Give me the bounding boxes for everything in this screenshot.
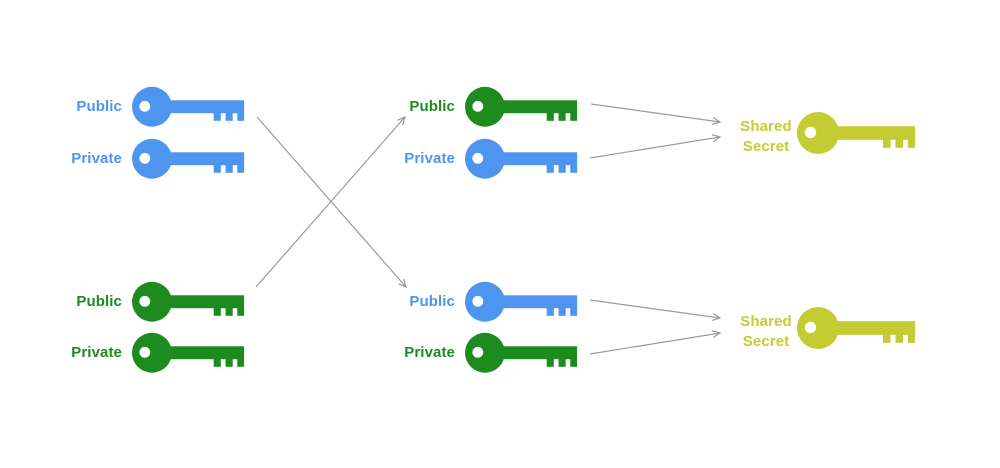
left-bottom-private-key-icon — [132, 329, 246, 377]
arrow-mid-bottom-public-to-secret — [589, 299, 720, 318]
left-bottom-private-label: Private — [71, 344, 122, 361]
left-top-private-label: Private — [71, 150, 122, 167]
mid-bottom-public-key-icon — [465, 278, 579, 326]
arrow-public-bottom-to-top — [255, 117, 405, 288]
arrow-mid-bottom-private-to-secret — [589, 333, 720, 355]
left-top-public-label: Public — [76, 98, 122, 115]
arrow-mid-top-private-to-secret — [589, 137, 720, 159]
mid-top-private-key-icon — [465, 135, 579, 183]
mid-bottom-private-key-icon — [465, 329, 579, 377]
shared-secret-bottom-key-icon — [797, 303, 917, 353]
shared-secret-top-line1: Shared — [740, 118, 792, 135]
left-bottom-public-key-icon — [132, 278, 246, 326]
left-bottom-public-label: Public — [76, 293, 122, 310]
mid-top-private-label: Private — [404, 150, 455, 167]
left-top-public-key-icon — [132, 83, 246, 131]
mid-bottom-private-label: Private — [404, 344, 455, 361]
shared-secret-top-key-icon — [797, 108, 917, 158]
shared-secret-bottom-line2: Secret — [742, 333, 790, 350]
mid-top-public-key-icon — [465, 83, 579, 131]
shared-secret-bottom-label: Shared Secret — [716, 312, 816, 352]
arrow-public-top-to-bottom — [256, 116, 406, 287]
mid-top-public-label: Public — [409, 98, 455, 115]
mid-bottom-public-label: Public — [409, 293, 455, 310]
shared-secret-top-line2: Secret — [742, 138, 790, 155]
left-top-private-key-icon — [132, 135, 246, 183]
shared-secret-bottom-line1: Shared — [740, 313, 792, 330]
shared-secret-top-label: Shared Secret — [716, 117, 816, 157]
arrow-mid-top-public-to-secret — [590, 103, 720, 122]
